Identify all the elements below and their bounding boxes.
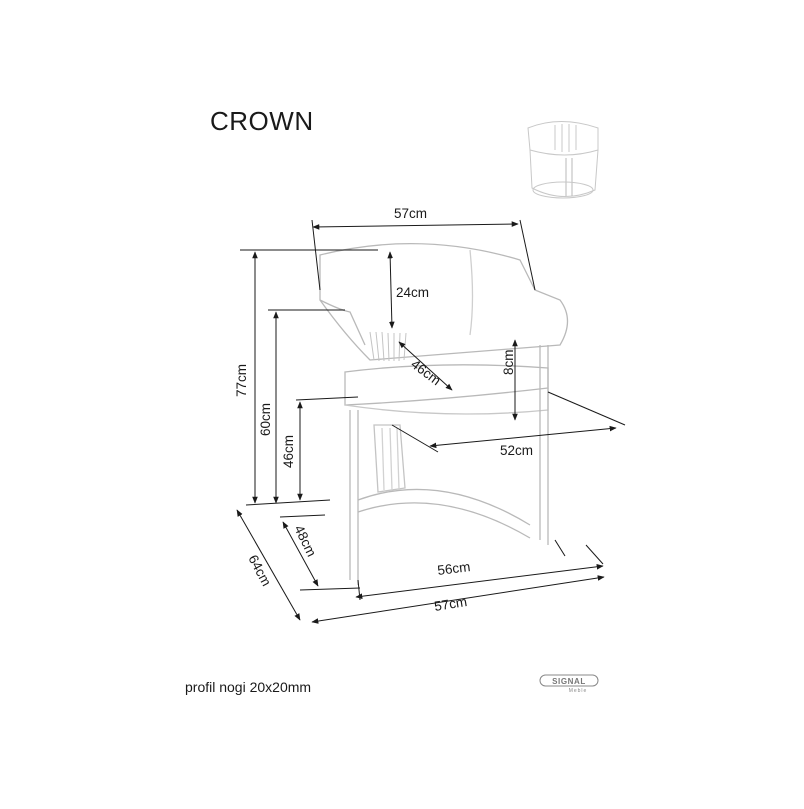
- dim-base-depth: 48cm: [291, 523, 319, 559]
- chair-outline: [319, 242, 569, 585]
- dimension-labels: 57cm 24cm 77cm 60cm 46cm 46cm 8cm 52cm 4…: [234, 206, 533, 614]
- dim-total-depth: 64cm: [245, 552, 274, 588]
- logo-sub: Meble: [569, 688, 588, 694]
- dim-seat-height: 46cm: [281, 435, 296, 468]
- dim-width-top: 57cm: [394, 206, 427, 221]
- leg-profile-note: profil nogi 20x20mm: [185, 679, 312, 695]
- backrest-slats: [369, 331, 407, 362]
- dim-seat-depth: 46cm: [408, 356, 443, 388]
- dim-base-width: 56cm: [437, 559, 472, 578]
- dim-armrest-height: 60cm: [258, 403, 273, 436]
- dimension-lines: [236, 219, 626, 624]
- logo-name: SIGNAL: [552, 677, 586, 686]
- dim-total-width: 57cm: [433, 594, 468, 614]
- product-title: CROWN: [210, 106, 314, 136]
- chair-thumbnail: [527, 121, 599, 199]
- dim-seat-thickness: 8cm: [501, 349, 516, 375]
- dim-total-height: 77cm: [234, 364, 249, 397]
- dim-seat-width: 52cm: [500, 443, 533, 458]
- dim-backrest-height: 24cm: [396, 285, 429, 300]
- signal-logo: SIGNAL Meble: [539, 674, 599, 694]
